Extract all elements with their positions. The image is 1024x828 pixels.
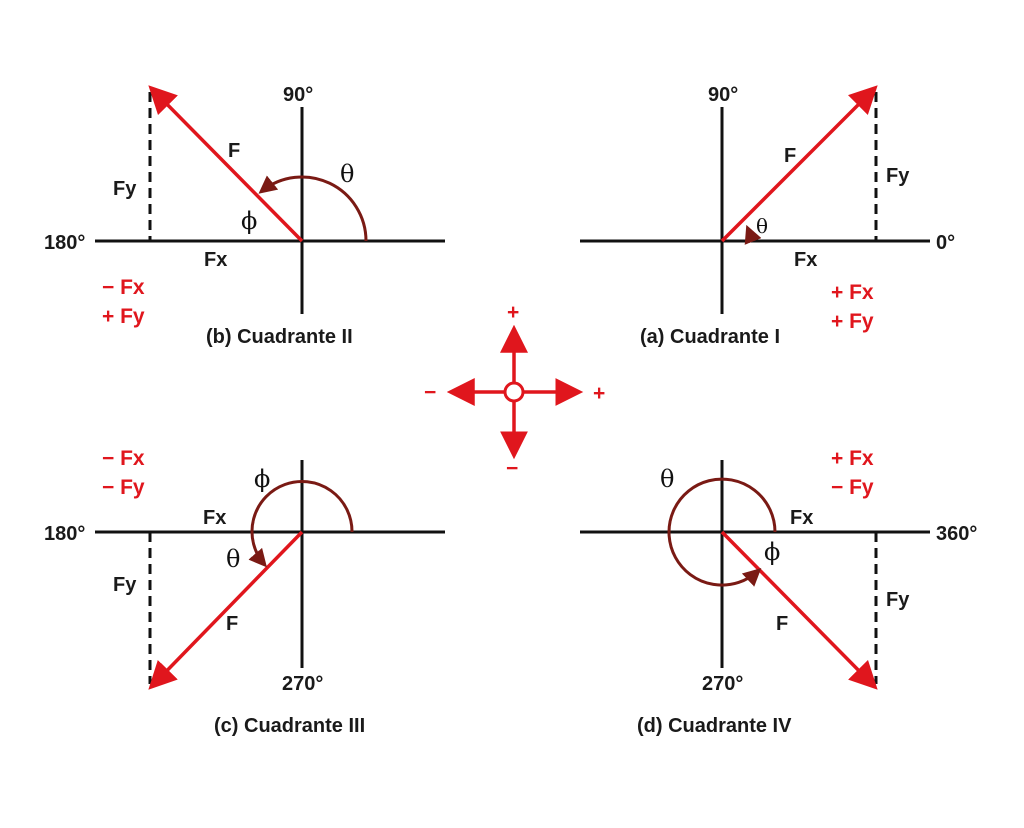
q3-angle-180-label: 180° bbox=[44, 523, 85, 545]
q4-angle-360-label: 360° bbox=[936, 523, 977, 545]
q3-caption: (c) Cuadrante III bbox=[214, 715, 365, 737]
q2-caption: (b) Cuadrante II bbox=[206, 326, 353, 348]
q4-theta-arc bbox=[667, 477, 777, 587]
key-minus-down: − bbox=[506, 457, 518, 480]
q4-sign-fy: − Fy bbox=[831, 476, 874, 499]
q2-sign-fy: + Fy bbox=[102, 305, 145, 328]
q2-angle-90-label: 90° bbox=[283, 84, 313, 106]
q3-fy-label: Fy bbox=[113, 574, 137, 596]
q4-phi-label: ϕ bbox=[764, 538, 780, 566]
q2-force-vector bbox=[148, 85, 304, 243]
q3-force-label: F bbox=[226, 613, 238, 635]
q4-angle-270-label: 270° bbox=[702, 673, 743, 695]
q4-fx-label: Fx bbox=[790, 507, 813, 529]
q2-force-label: F bbox=[228, 140, 240, 162]
quadrant-i-panel: 90° 0° F Fy Fx θ + Fx + Fy (a) Cuadrante… bbox=[580, 84, 955, 348]
key-plus-right: + bbox=[593, 382, 605, 405]
key-origin-circle bbox=[503, 381, 525, 403]
q1-fy-label: Fy bbox=[886, 165, 910, 187]
q2-sign-fx: − Fx bbox=[102, 276, 145, 299]
q3-sign-fy: − Fy bbox=[102, 476, 145, 499]
quadrant-iv-panel: 360° 270° Fx Fy F θ ϕ + Fx − Fy (d) Cuad… bbox=[580, 447, 977, 737]
q4-theta-label: θ bbox=[660, 465, 674, 493]
q3-angle-270-label: 270° bbox=[282, 673, 323, 695]
q4-force-vector bbox=[720, 530, 878, 690]
q3-sign-fx: − Fx bbox=[102, 447, 145, 470]
key-plus-up: + bbox=[507, 301, 519, 324]
q3-phi-label: ϕ bbox=[254, 465, 270, 493]
q3-theta-label: θ bbox=[226, 545, 240, 573]
q1-fx-label: Fx bbox=[794, 249, 817, 271]
q3-force-vector bbox=[148, 530, 304, 690]
q2-angle-180-label: 180° bbox=[44, 232, 85, 254]
q4-caption: (d) Cuadrante IV bbox=[637, 715, 792, 737]
key-minus-left: − bbox=[424, 381, 436, 404]
q4-sign-fx: + Fx bbox=[831, 447, 874, 470]
q1-angle-90-label: 90° bbox=[708, 84, 738, 106]
q2-fy-label: Fy bbox=[113, 178, 137, 200]
q1-theta-label: θ bbox=[756, 214, 768, 238]
q2-phi-label: ϕ bbox=[241, 207, 257, 235]
sign-convention-key: + − − + bbox=[424, 301, 605, 480]
q1-angle-0-label: 0° bbox=[936, 232, 955, 254]
q4-force-label: F bbox=[776, 613, 788, 635]
q2-theta-label: θ bbox=[340, 160, 354, 188]
q1-theta-arc bbox=[744, 224, 762, 245]
q1-force-label: F bbox=[784, 145, 796, 167]
q3-fx-label: Fx bbox=[203, 507, 226, 529]
q1-force-vector bbox=[720, 85, 878, 243]
q3-theta-arc bbox=[248, 480, 354, 568]
q1-caption: (a) Cuadrante I bbox=[640, 326, 780, 348]
quadrant-ii-panel: 90° 180° F Fy Fx θ ϕ − Fx + Fy (b) Cuadr… bbox=[44, 84, 445, 348]
q1-sign-fy: + Fy bbox=[831, 310, 874, 333]
q2-fx-label: Fx bbox=[204, 249, 227, 271]
q1-sign-fx: + Fx bbox=[831, 281, 874, 304]
quadrant-iii-panel: 180° 270° Fx Fy F ϕ θ − Fx − Fy (c) Cuad… bbox=[44, 447, 445, 737]
q2-theta-arc bbox=[258, 175, 368, 242]
q4-fy-label: Fy bbox=[886, 589, 910, 611]
